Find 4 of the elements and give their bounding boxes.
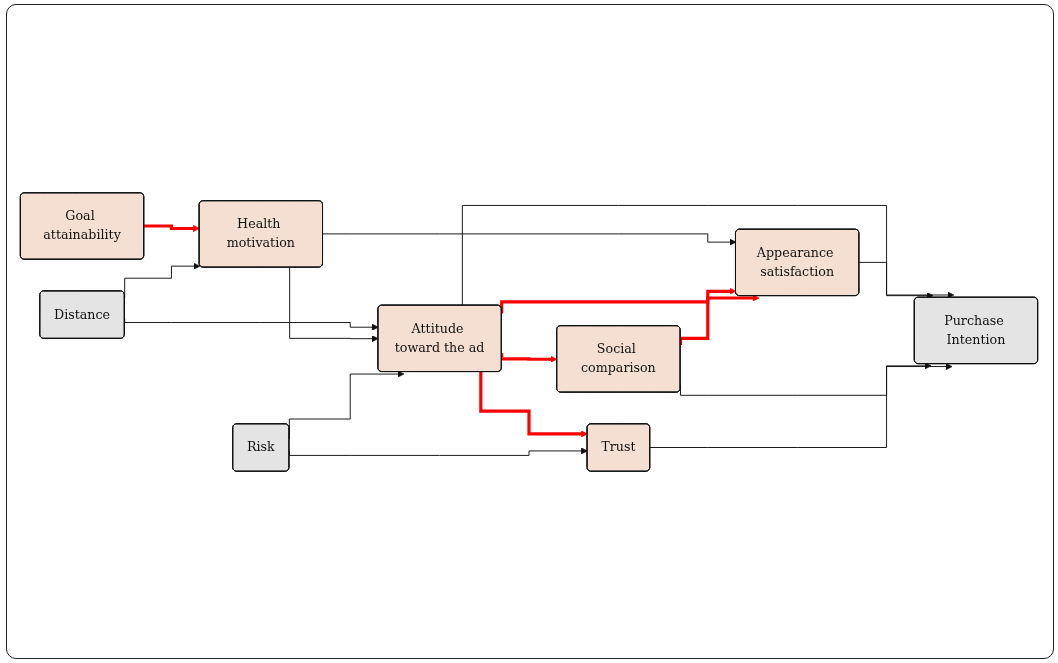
arrow [479, 371, 588, 438]
arrow [500, 287, 737, 314]
arrow [142, 224, 200, 232]
arrow [500, 352, 558, 363]
